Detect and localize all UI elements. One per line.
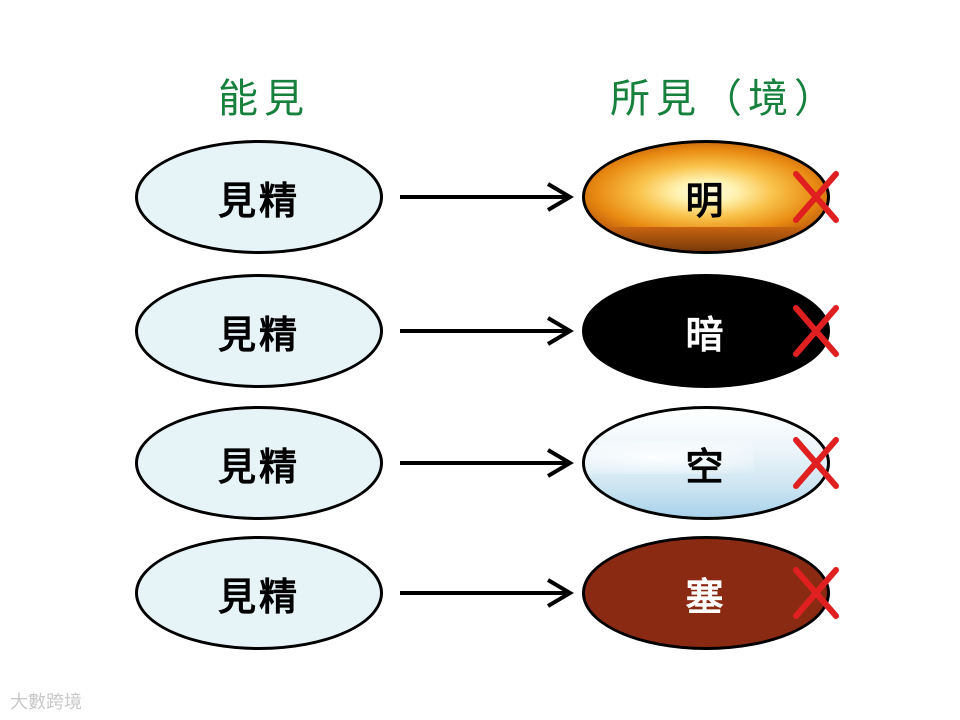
seeing-essence-ellipse: 見精 <box>135 406 383 520</box>
cross-icon <box>790 564 842 622</box>
watermark-text: 大數跨境 <box>10 688 82 714</box>
object-label-blocked: 塞 <box>685 566 726 621</box>
mapping-row-blocked: 見精 塞 <box>0 536 960 656</box>
mapping-row-dark: 見精 暗 <box>0 274 960 394</box>
object-label-dark: 暗 <box>685 304 726 359</box>
seeing-essence-ellipse: 見精 <box>135 274 383 388</box>
seeing-essence-label: 見精 <box>218 170 300 225</box>
cross-icon <box>790 168 842 226</box>
object-label-empty: 空 <box>685 436 726 491</box>
object-label-bright: 明 <box>685 170 726 225</box>
seeing-essence-ellipse: 見精 <box>135 536 383 650</box>
seeing-essence-label: 見精 <box>218 436 300 491</box>
arrow-right-icon <box>398 181 578 213</box>
cross-icon <box>790 434 842 492</box>
seeing-essence-label: 見精 <box>218 304 300 359</box>
seeing-essence-label: 見精 <box>218 566 300 621</box>
heading-seen-objects: 所見（境） <box>610 66 840 124</box>
arrow-right-icon <box>398 577 578 609</box>
heading-seer: 能見 <box>218 66 310 124</box>
mapping-row-bright: 見精 明 <box>0 140 960 260</box>
arrow-right-icon <box>398 447 578 479</box>
arrow-right-icon <box>398 315 578 347</box>
mapping-row-empty: 見精 空 <box>0 406 960 526</box>
seeing-essence-ellipse: 見精 <box>135 140 383 254</box>
cross-icon <box>790 302 842 360</box>
